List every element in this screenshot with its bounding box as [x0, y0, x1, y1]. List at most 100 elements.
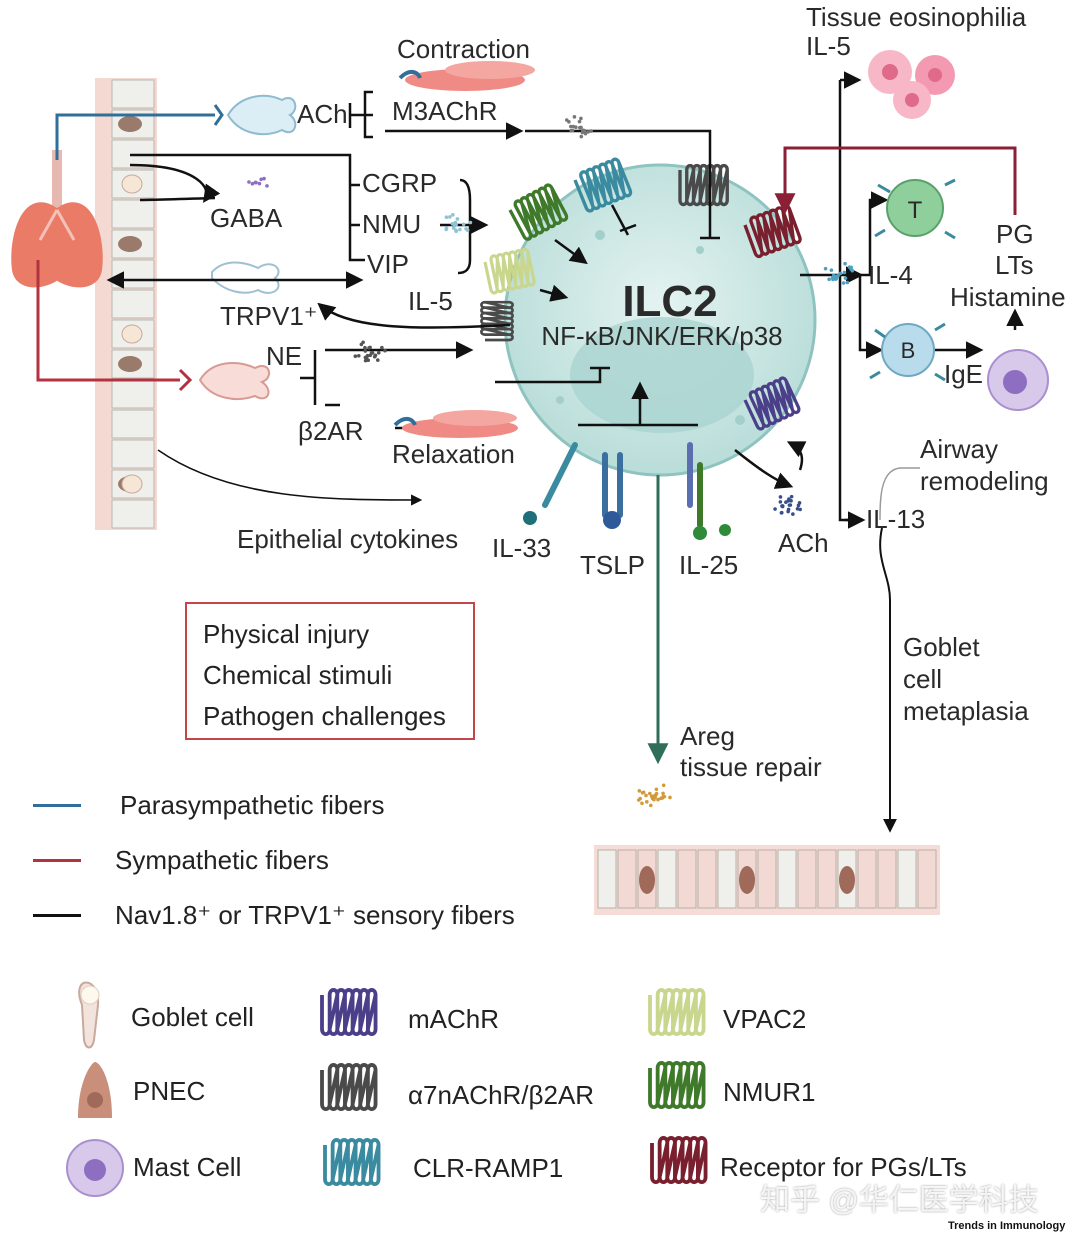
ach-particle — [579, 125, 583, 130]
neuropeptide-particle — [448, 215, 452, 219]
key-clr-ramp1-label: CLR-RAMP1 — [413, 1153, 564, 1183]
ilc2-pathway: NF-κB/JNK/ERK/p38 — [541, 321, 782, 351]
label-areg: Areg — [680, 721, 735, 751]
areg-particle — [638, 796, 642, 801]
labels: Contraction ACh M3AChR CGRP NMU VIP GABA… — [210, 2, 1066, 782]
ach-particle — [780, 504, 784, 508]
label-ige: IgE — [944, 359, 983, 389]
areg-particle — [640, 801, 644, 806]
epithelial-cell — [111, 289, 155, 319]
eosinophils-icon — [868, 50, 955, 119]
epithelial-cell — [657, 849, 677, 909]
epithelial-cell — [111, 499, 155, 529]
ach-particle — [569, 124, 573, 129]
ach-particle — [784, 500, 788, 505]
parasympathetic-neuron — [226, 94, 297, 136]
epithelial-cell — [597, 849, 617, 909]
metaplasia-arrow — [879, 527, 897, 833]
legend-label-sympathetic: Sympathetic fibers — [115, 845, 329, 875]
gaba-particle — [265, 184, 269, 188]
label-ach-top: ACh — [297, 99, 348, 129]
areg-particle — [649, 803, 653, 808]
label-ach-bottom: ACh — [778, 528, 829, 558]
label-vip: VIP — [367, 249, 409, 279]
label-trpv1: TRPV1⁺ — [220, 301, 318, 331]
clr-ramp1-receptor — [573, 157, 633, 213]
stimulus-item: Physical injury — [203, 619, 370, 649]
neuropeptide-particle — [444, 215, 449, 220]
il25-ligand — [693, 526, 707, 540]
label-il5-left: IL-5 — [408, 286, 453, 316]
goblet-cell — [121, 324, 143, 344]
label-tissue-repair: tissue repair — [680, 752, 822, 782]
connectors — [106, 71, 1024, 529]
ach-particle — [571, 124, 576, 129]
vpac2-receptor — [483, 247, 536, 295]
ne-particle — [363, 358, 368, 363]
goblet-cell — [121, 474, 143, 494]
parasympathetic-fiber — [55, 104, 224, 160]
areg-particle — [656, 797, 660, 802]
ach-particle — [567, 119, 571, 124]
ach-particle — [579, 116, 583, 121]
label-epithelial-cytokines: Epithelial cytokines — [237, 524, 458, 554]
neuropeptide-particle — [455, 217, 460, 221]
neuropeptide-particle — [468, 220, 473, 225]
il4-particle — [838, 271, 843, 276]
neuropeptide-particle — [465, 228, 470, 232]
b-cell-label: B — [901, 338, 916, 363]
key-goblet-cell-icon — [78, 981, 100, 1049]
areg-particle — [649, 794, 654, 799]
pnec-cell — [118, 116, 142, 132]
ne-particle — [376, 350, 381, 355]
label-il25: IL-25 — [679, 550, 738, 580]
b-cell-icon — [869, 322, 946, 382]
goblet-cell — [121, 174, 143, 194]
label-contraction: Contraction — [397, 34, 530, 64]
ach-particle — [786, 509, 790, 514]
smooth-muscle-contraction-icon — [398, 61, 535, 91]
ach-particle — [773, 507, 777, 511]
ne-particle — [375, 358, 380, 362]
gaba-particle — [247, 180, 251, 184]
epithelial-cell — [111, 259, 155, 289]
label-m3achr: M3AChR — [392, 96, 497, 126]
label-goblet-1: Goblet — [903, 632, 980, 662]
journal-credit: Trends in Immunology — [948, 1220, 1066, 1232]
label-relaxation: Relaxation — [392, 439, 515, 469]
ne-particle — [383, 348, 387, 353]
receptors — [480, 157, 802, 540]
key-pg-receptor-label: Receptor for PGs/LTs — [720, 1152, 967, 1182]
label-ne: NE — [266, 341, 302, 371]
il4-particle — [849, 265, 853, 270]
ne-particle — [368, 345, 372, 350]
t-cell-label: T — [908, 197, 923, 224]
mast-cell-icon — [987, 349, 1049, 411]
il4-particle — [843, 276, 848, 280]
il33-ligand — [523, 511, 537, 525]
label-goblet-3: metaplasia — [903, 696, 1029, 726]
ne-particle — [363, 345, 367, 350]
areg-particle — [662, 794, 667, 799]
key-machr-icon — [320, 988, 378, 1036]
feedback-arrow — [774, 146, 1017, 215]
repaired-epithelium — [594, 845, 940, 915]
ne-particle — [369, 351, 374, 355]
epithelial-cell — [697, 849, 717, 909]
cytokine-receptor-chain — [542, 442, 578, 508]
key-mast-cell-icon — [66, 1139, 124, 1197]
remodeling-connector — [879, 467, 920, 521]
ne-particle — [380, 345, 384, 350]
label-b2ar: β2AR — [298, 416, 364, 446]
key-machr-label: mAChR — [408, 1004, 500, 1034]
il4-particle — [829, 268, 834, 272]
neuropeptide-particle — [444, 226, 449, 231]
label-il4: IL-4 — [868, 260, 913, 290]
areg-particle — [644, 793, 648, 798]
areg-particle — [641, 790, 646, 795]
ne-particle — [363, 349, 368, 353]
sympathetic-fiber — [36, 260, 193, 392]
epithelial-cell — [111, 379, 155, 409]
key-clr-ramp1-icon — [323, 1138, 381, 1186]
il25-ligand — [719, 524, 731, 536]
